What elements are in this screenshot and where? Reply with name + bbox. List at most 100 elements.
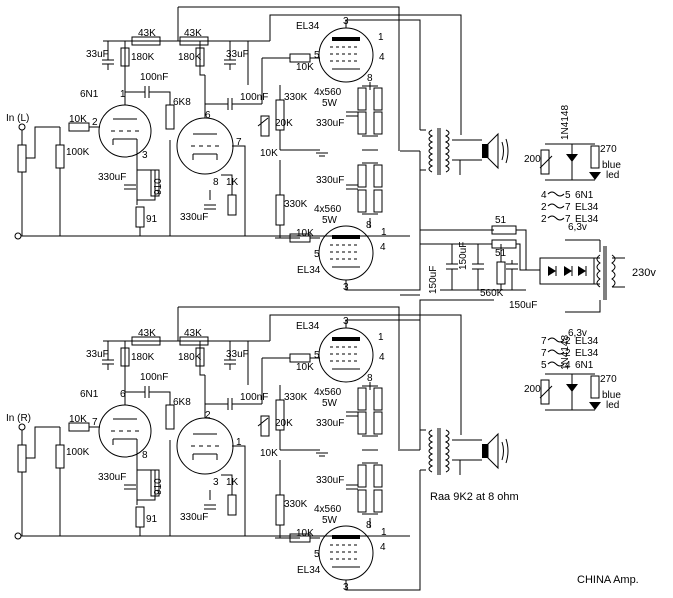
pin-el34b-4: 4 [380, 242, 386, 253]
tube-envelope [318, 525, 374, 581]
wire [275, 85, 320, 239]
tube-envelope [318, 327, 374, 383]
label-10k-bal: 10K [260, 148, 278, 159]
cap-33uf-b [224, 359, 236, 365]
cathode-resistor [373, 87, 383, 111]
ground-terminal [14, 232, 22, 240]
pin-el34t-8: 8 [367, 373, 373, 384]
speaker-magnet [482, 444, 488, 458]
resistor-180k-a [120, 347, 130, 367]
pin-cathode: 3 [142, 150, 148, 161]
wire [279, 460, 300, 539]
tube-el34-top [318, 327, 374, 383]
wire [261, 357, 290, 404]
label-1k: 1K [226, 477, 239, 488]
tube-envelope [318, 225, 374, 281]
tube-el34-bottom [318, 525, 374, 581]
label-tube1: 6N1 [80, 389, 99, 400]
resistor-330k-b [275, 494, 285, 526]
label-4x560-top: 4x560 [314, 87, 342, 98]
tube-el34-bottom [318, 225, 374, 281]
wire [124, 385, 156, 505]
heater-row-pin-a: 2 [541, 214, 547, 225]
tube-plate [332, 235, 360, 239]
heater-res-label: 270 [600, 144, 617, 155]
resistor-43k-b [179, 336, 209, 346]
wire [420, 429, 482, 475]
heater-res-label: 270 [600, 374, 617, 385]
mains-label: 230v [632, 267, 656, 279]
heater-led-label-1: blue [602, 160, 621, 171]
heater-pot-200 [540, 379, 550, 405]
heater-voltage-label: 6,3v [568, 328, 587, 339]
pin-el34b-1: 1 [381, 527, 387, 538]
power-supply: 51 51 150uF 150uF 560K 150uF 230v [400, 150, 656, 451]
resistor-330k-b [275, 194, 285, 226]
label-100k: 100K [66, 147, 90, 158]
input-pot [17, 444, 27, 473]
speaker-magnet [482, 144, 488, 158]
label-43k-b: 43K [184, 328, 202, 339]
heater-pot-label: 200 [524, 384, 541, 395]
label-910: 910 [153, 178, 164, 195]
tube-cathode [192, 153, 218, 160]
wire [547, 361, 565, 367]
label-33uf-b: 33uF [226, 349, 249, 360]
wire [107, 41, 231, 70]
heater-led-label-1: blue [602, 390, 621, 401]
label-330uf-b: 330uF [180, 512, 208, 523]
heater-row-pin-a: 5 [541, 360, 547, 371]
tube-plate [332, 37, 360, 41]
label-330uf-bot: 330uF [316, 475, 344, 486]
label-el34-bottom: EL34 [297, 565, 321, 576]
wire [547, 191, 565, 197]
label-180k-a: 180K [131, 52, 155, 63]
label-43k-b: 43K [184, 28, 202, 39]
wire [547, 349, 565, 355]
pin-el34b-8: 8 [366, 520, 372, 531]
heater-diode-label: 1N4148 [560, 105, 571, 140]
resistor-91 [135, 506, 145, 528]
wire [21, 130, 410, 237]
wire [209, 445, 246, 536]
ground-terminal [14, 532, 22, 540]
cap-100nf-b [227, 98, 233, 110]
wire [420, 129, 482, 175]
tube-plate [332, 337, 360, 341]
input-terminal [18, 123, 26, 131]
wire [257, 117, 269, 127]
resistor-330k-a [275, 99, 285, 131]
pin2-plate: 7 [236, 137, 242, 148]
heater-row-pin-a: 7 [541, 348, 547, 359]
cathode-resistor [373, 387, 383, 411]
label-100nf-b: 100nF [240, 92, 268, 103]
heater-row-tube: 6N1 [575, 360, 594, 371]
cap-330uf-cath [124, 184, 136, 190]
resistor-6k8 [165, 404, 175, 430]
label-330uf-top: 330uF [316, 418, 344, 429]
resistor-43k-a [131, 36, 161, 46]
cap-330uf-cath2 [204, 504, 216, 510]
cap-100nf-b [227, 398, 233, 410]
wire [310, 357, 320, 539]
heater-resistor-270 [590, 145, 600, 169]
transformer-note: Raa 9K2 at 8 ohm [430, 491, 519, 503]
pin2-cathode: 3 [213, 477, 219, 488]
wire [362, 85, 378, 215]
input-label: In (R) [6, 413, 31, 424]
tube-6n1-driver [176, 117, 234, 175]
tube-cathode [112, 438, 138, 445]
cathode-resistor [373, 489, 383, 513]
psu-resistor-51-a [491, 225, 517, 235]
pin2-plate: 1 [236, 437, 242, 448]
speaker-icon [487, 132, 509, 170]
psu-cap-label-c: 150uF [509, 300, 537, 311]
resistor-43k-b [179, 36, 209, 46]
wire [547, 337, 565, 343]
wire [539, 155, 553, 169]
label-91: 91 [146, 214, 158, 225]
label-20k: 20K [275, 118, 293, 129]
cathode-resistor [357, 189, 367, 213]
heater-row-pin-a: 7 [541, 336, 547, 347]
